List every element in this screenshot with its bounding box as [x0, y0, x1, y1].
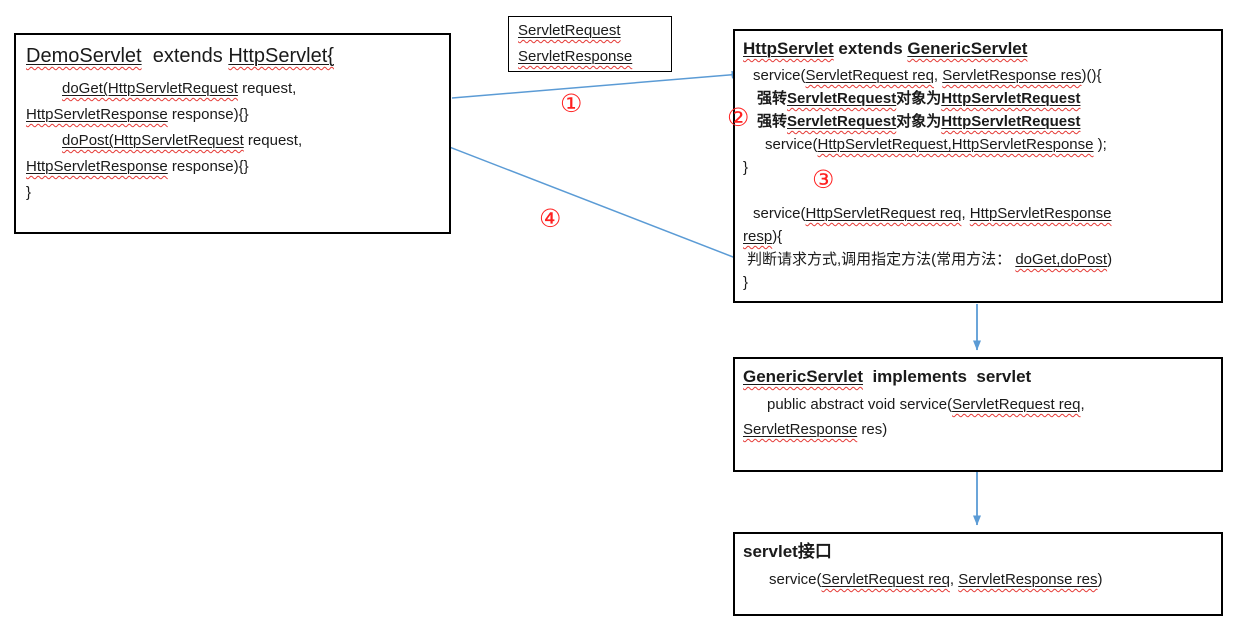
code-line: }	[26, 184, 32, 201]
httpservlet-class-box: HttpServlet extends GenericServlet servi…	[733, 29, 1223, 303]
demoservlet-box-code: doGet(HttpServletRequest request, HttpSer…	[26, 76, 439, 206]
demoservlet-box-title: DemoServlet extends HttpServlet{	[26, 45, 334, 67]
code-line: }	[743, 274, 749, 291]
servlet-interface-box: servlet接口 service(ServletRequest req, Se…	[733, 532, 1223, 616]
annotation-circle-3: ③	[812, 165, 835, 194]
demoservlet-class-box: DemoServlet extends HttpServlet{ doGet(H…	[14, 33, 451, 234]
code-line: 强转ServletRequest对象为HttpServletRequest	[757, 90, 1081, 107]
servlet-interface-box-code: service(ServletRequest req, ServletRespo…	[743, 567, 1213, 592]
httpservlet-box-code: service(ServletRequest req, ServletRespo…	[743, 64, 1213, 294]
code-line: ServletResponse res)	[743, 421, 888, 438]
annotation-circle-4: ④	[539, 204, 562, 233]
code-line: }	[743, 159, 749, 176]
code-line: HttpServletResponse response){}	[26, 158, 249, 175]
code-line: doPost(HttpServletRequest request,	[62, 132, 303, 149]
code-line: ServletRequest	[518, 22, 621, 39]
genericservlet-box-title: GenericServlet implements servlet	[743, 367, 1032, 386]
code-line: 强转ServletRequest对象为HttpServletRequest	[757, 113, 1081, 130]
code-line: service(ServletRequest req, ServletRespo…	[769, 571, 1103, 588]
arrow-1-demo-to-httpservlet	[451, 70, 742, 99]
annotation-circle-2: ②	[727, 103, 750, 132]
genericservlet-class-box: GenericServlet implements servlet public…	[733, 357, 1223, 472]
code-line: service(HttpServletRequest,HttpServletRe…	[765, 136, 1107, 153]
code-line: service(ServletRequest req, ServletRespo…	[753, 67, 1102, 84]
code-line: service(HttpServletRequest req, HttpServ…	[753, 205, 1112, 222]
httpservlet-box-title: HttpServlet extends GenericServlet	[743, 39, 1028, 58]
annotation-circle-1: ①	[560, 89, 583, 118]
code-line: 判断请求方式,调用指定方法(常用方法： doGet,doPost)	[747, 251, 1113, 268]
servlet-interface-box-title: servlet接口	[743, 542, 832, 561]
code-line: HttpServletResponse response){}	[26, 106, 249, 123]
code-line: doGet(HttpServletRequest request,	[62, 80, 297, 97]
genericservlet-box-code: public abstract void service(ServletRequ…	[743, 392, 1213, 442]
code-line: ServletResponse	[518, 48, 633, 65]
code-line: resp){	[743, 228, 783, 245]
code-line: public abstract void service(ServletRequ…	[767, 396, 1085, 413]
